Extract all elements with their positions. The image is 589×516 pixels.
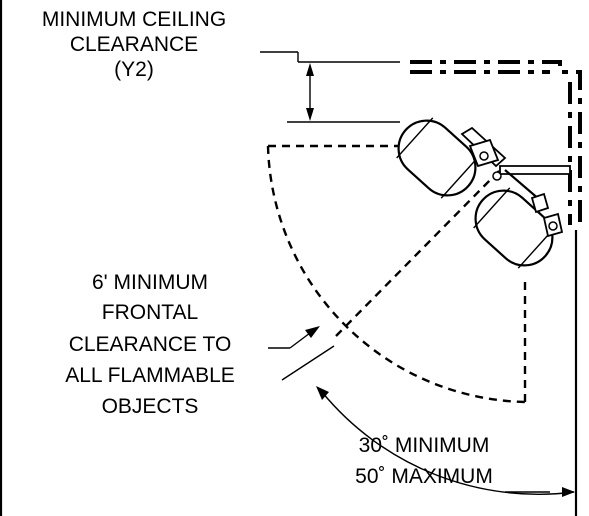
frontal-clearance-zone [266,144,527,404]
angle-dimension [316,386,575,497]
ceiling-label-line2: CLEARANCE [70,33,198,56]
angle-label-line2: 50˚ MAXIMUM [355,465,493,488]
ceiling-wall-outline [410,60,582,230]
ceiling-label-line1: MINIMUM CEILING [42,8,226,31]
mounting-bracket [460,126,571,238]
heater-unit-upper [396,117,478,199]
frontal-clearance-leader [268,326,335,381]
ceiling-clearance-dimension [260,51,400,123]
frontal-label-line3: CLEARANCE TO [69,333,232,356]
angle-label-line1: 30˚ MINIMUM [359,434,490,457]
frontal-label-line2: FRONTAL [102,301,198,324]
heater-unit-lower [473,187,555,269]
ceiling-label-line3: (Y2) [114,58,154,81]
frontal-label-line5: OBJECTS [102,395,199,418]
frontal-label-line4: ALL FLAMMABLE [65,364,235,387]
frontal-label-line1: 6' MINIMUM [92,271,208,294]
